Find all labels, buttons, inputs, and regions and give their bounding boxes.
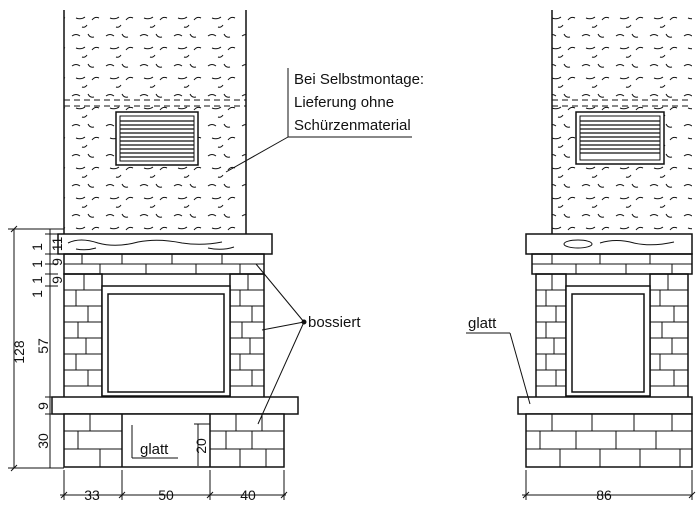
- dim-row-1: 1: [29, 290, 45, 298]
- dim-row-4: 1: [29, 243, 45, 251]
- dim-width-mid: 50: [158, 487, 174, 503]
- right-vent-grille: [575, 111, 665, 165]
- right-firebox-opening: [565, 285, 651, 397]
- right-brick-column-left: [535, 273, 567, 399]
- note-line-2: Lieferung ohne: [294, 94, 394, 111]
- bossiert-label: bossiert: [308, 314, 361, 331]
- dim-row-3: 1: [29, 260, 45, 268]
- glatt-label-right: glatt: [468, 315, 497, 332]
- bossiert-annotation: [255, 263, 307, 425]
- left-brick-top: [63, 253, 265, 275]
- base-inner-dimension: [194, 423, 210, 466]
- horizontal-dimension-right: [522, 470, 696, 500]
- left-brick-column-right: [229, 273, 265, 399]
- right-view: [517, 10, 693, 468]
- right-base: [525, 413, 693, 468]
- horizontal-dimensions-left: [60, 470, 288, 500]
- dim-base: 30: [35, 433, 51, 449]
- left-vent-grille: [115, 111, 199, 166]
- right-brick-top: [531, 253, 693, 275]
- dim-base-inner: 20: [193, 438, 209, 454]
- dim-width-total-right: 86: [596, 487, 612, 503]
- left-firebox-opening: [101, 285, 231, 397]
- self-assembly-note: Bei Selbstmontage: Lieferung ohne Schürz…: [225, 68, 424, 173]
- dim-row-5: 9: [49, 276, 65, 284]
- glatt-label-left: glatt: [140, 441, 169, 458]
- dim-opening-height: 57: [35, 338, 51, 354]
- note-leader-line: [225, 136, 289, 173]
- right-glatt-annotation: glatt: [466, 315, 531, 405]
- left-glatt-annotation: glatt: [131, 425, 178, 459]
- dim-row-6: 9: [49, 258, 65, 266]
- right-wooden-beam: [525, 233, 693, 255]
- left-wooden-beam: [57, 233, 273, 255]
- note-line-3: Schürzenmaterial: [294, 117, 411, 134]
- left-base: [63, 413, 285, 468]
- dim-overall-height: 128: [11, 340, 27, 364]
- vertical-dimensions: [8, 225, 64, 472]
- right-hearth-slab: [517, 396, 693, 415]
- note-line-1: Bei Selbstmontage:: [294, 71, 424, 88]
- dim-width-left: 33: [84, 487, 100, 503]
- left-view: glatt: [51, 10, 299, 468]
- dim-row-2: 1: [29, 276, 45, 284]
- dim-lintel: 9: [35, 402, 51, 410]
- dim-row-7: 11: [49, 237, 65, 252]
- left-hearth-slab: [51, 396, 299, 415]
- right-brick-column-right: [649, 273, 689, 399]
- dim-width-right: 40: [240, 487, 256, 503]
- left-brick-column-left: [63, 273, 103, 399]
